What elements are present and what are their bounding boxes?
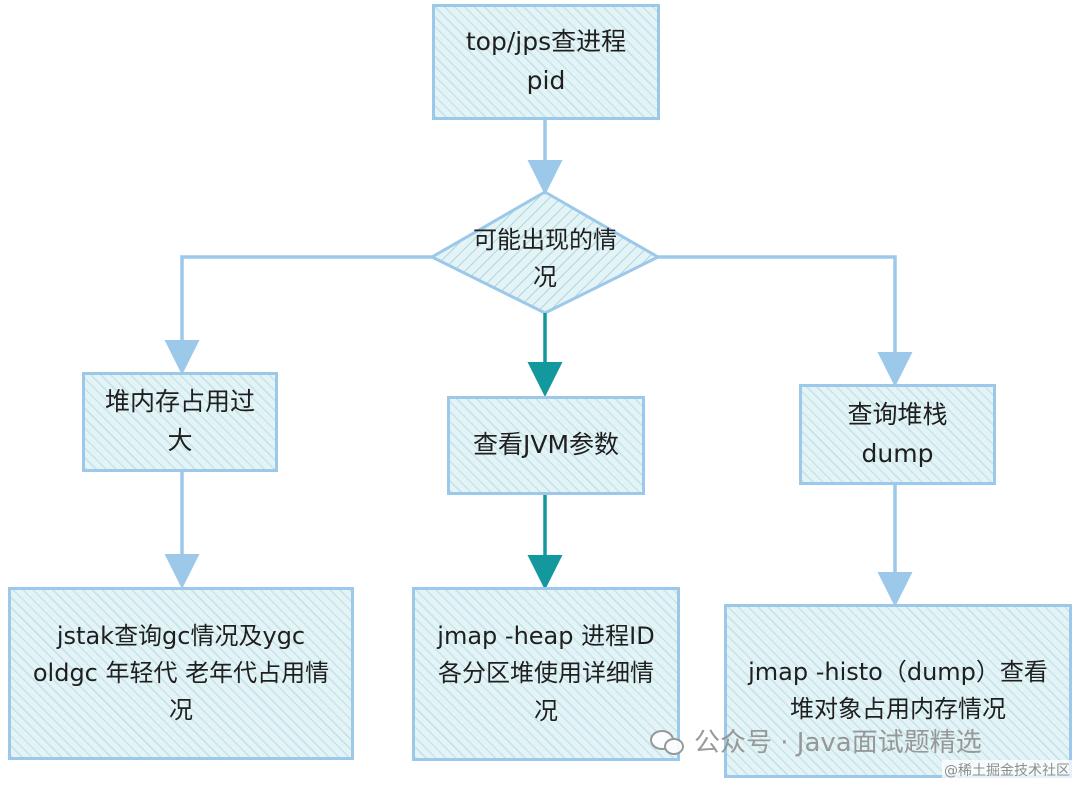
left-result-text: jstak查询gc情况及ygc oldgc 年轻代 老年代占用情况 [32,621,330,725]
left-result-node: jstak查询gc情况及ygc oldgc 年轻代 老年代占用情况 [8,587,354,760]
wechat-icon [650,728,684,755]
decision-node-text: 可能出现的情况 [473,226,617,292]
right-case-text: 查询堆栈dump [847,399,948,468]
decision-to-right-case-connector [658,255,913,387]
left-case-text: 堆内存占用过大 [104,387,255,455]
left-case-node: 堆内存占用过大 [82,372,278,472]
watermark-text: 公众号 · Java面试题精选 [694,728,982,758]
start-node-text: top/jps查进程pid [465,27,627,95]
start-node: top/jps查进程pid [432,4,660,120]
middle-result-node: jmap -heap 进程ID 各分区堆使用详细情况 [412,587,680,761]
middle-result-text: jmap -heap 进程ID 各分区堆使用详细情况 [437,622,655,725]
wechat-watermark: 公众号 · Java面试题精选 [650,722,982,759]
middle-case-node: 查看JVM参数 [447,396,645,495]
corner-watermark: @稀土掘金技术社区 [942,760,1072,780]
decision-to-left-case-connector [164,255,432,375]
right-result-node: jmap -histo（dump）查看堆对象占用内存情况 [724,604,1072,778]
right-case-node: 查询堆栈dump [799,384,996,485]
right-result-text: jmap -histo（dump）查看堆对象占用内存情况 [748,657,1048,723]
middle-case-text: 查看JVM参数 [472,430,620,460]
